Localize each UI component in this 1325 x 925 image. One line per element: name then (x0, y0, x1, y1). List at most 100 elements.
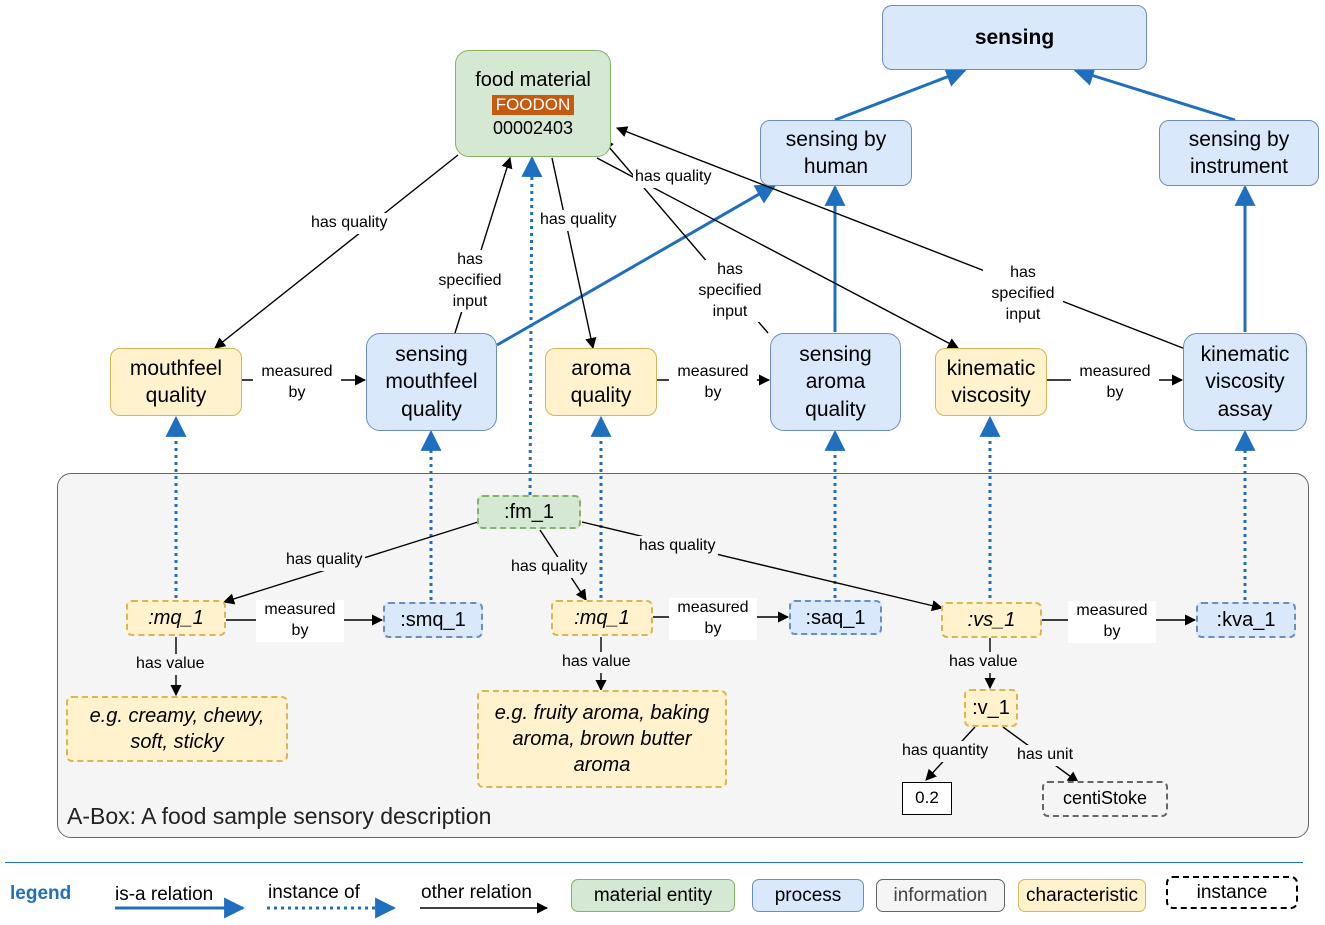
abox-label-has-value-right: has value (947, 652, 1020, 673)
legend-is-a-label: is-a relation (115, 884, 214, 905)
instance-smq-1-label: :smq_1 (400, 609, 466, 631)
node-sensing-mouthfeel-quality: sensing mouthfeel quality (366, 333, 497, 431)
node-aroma-quality-label: aroma quality (570, 356, 632, 407)
isa-smq-human (496, 183, 777, 347)
instance-v-1: :v_1 (964, 689, 1018, 727)
instance-vs-1: :vs_1 (941, 602, 1042, 638)
node-sensing-by-instrument: sensing by instrument (1159, 120, 1319, 186)
instance-kva-1: :kva_1 (1196, 602, 1296, 638)
node-kinematic-viscosity-label: kinematic viscosity (946, 356, 1036, 407)
abox-label-measured-by-left: measured by (256, 600, 344, 642)
abox-label-measured-by-mid: measured by (669, 598, 757, 640)
label-has-specified-input-saq-text: has specified input (698, 261, 762, 320)
label-has-quality-aroma: has quality (538, 210, 619, 231)
node-sensing-label: sensing (974, 25, 1055, 49)
instance-fm-1: :fm_1 (477, 495, 581, 529)
node-sensing: sensing (882, 5, 1147, 70)
label-measured-by-mouthfeel: measured by (253, 362, 341, 404)
node-sensing-mouthfeel-quality-label: sensing mouthfeel quality (385, 343, 478, 421)
edge-fm-aroma (551, 157, 597, 350)
node-sensing-aroma-quality: sensing aroma quality (770, 333, 901, 431)
edge-fm-viscosity (596, 157, 959, 349)
abox-fm-vs (581, 521, 944, 612)
legend-characteristic: characteristic (1018, 879, 1146, 912)
isa-instrument-sensing (1072, 65, 1236, 122)
instance-aroma-examples-label: e.g. fruity aroma, baking aroma, brown b… (494, 702, 710, 776)
legend-information-label: information (893, 884, 988, 906)
legend-information: information (876, 879, 1005, 912)
label-measured-by-aroma-text: measured by (677, 363, 749, 401)
legend-other-label: other relation (421, 882, 532, 903)
instance-kva-1-label: :kva_1 (1216, 609, 1276, 631)
label-has-quality-mouthfeel: has quality (309, 213, 390, 234)
foodon-id: 00002403 (492, 118, 574, 138)
inst-fm (521, 155, 543, 496)
node-aroma-quality: aroma quality (545, 348, 657, 416)
abox-label-measured-by-mid-text: measured by (677, 599, 749, 637)
node-mouthfeel-quality: mouthfeel quality (110, 348, 242, 416)
abox-label-has-value-mid: has value (560, 652, 633, 673)
instance-unit-value: centiStoke (1042, 781, 1168, 817)
legend-title: legend (10, 883, 72, 904)
isa-human-sensing (834, 66, 967, 122)
legend-divider (5, 862, 1303, 863)
legend-process: process (752, 879, 864, 912)
instance-aroma-examples: e.g. fruity aroma, baking aroma, brown b… (477, 690, 727, 788)
instance-unit-value-label: centiStoke (1062, 788, 1148, 809)
legend-material-entity-label: material entity (593, 884, 713, 906)
node-food-material: food material FOODON 00002403 (455, 50, 611, 157)
node-sensing-by-human-label: sensing by human (785, 127, 887, 178)
legend-material-entity: material entity (571, 879, 735, 912)
instance-mq-1-left: :mq_1 (126, 600, 226, 636)
node-sensing-by-instrument-label: sensing by instrument (1188, 127, 1290, 178)
abox-label-measured-by-right-text: measured by (1076, 602, 1148, 640)
instance-quantity-value-label: 0.2 (915, 788, 939, 808)
abox-label-has-value-left: has value (134, 654, 207, 675)
abox-label-has-quantity: has quantity (900, 741, 991, 762)
legend-instance: instance (1166, 876, 1298, 909)
label-has-specified-input-saq: has specified input (690, 260, 770, 323)
instance-mouthfeel-examples-label: e.g. creamy, chewy, soft, sticky (89, 705, 265, 753)
instance-mq-1-mid: :mq_1 (551, 600, 653, 636)
abox-title: A-Box: A food sample sensory description (67, 803, 492, 829)
abox-label-measured-by-left-text: measured by (264, 601, 336, 639)
abox-label-measured-by-right: measured by (1068, 601, 1156, 643)
instance-quantity-value: 0.2 (902, 782, 952, 815)
label-has-specified-input-kva: has specified input (983, 263, 1063, 326)
label-has-specified-input-smq-text: has specified input (438, 251, 502, 310)
instance-smq-1: :smq_1 (383, 602, 483, 638)
node-kinematic-viscosity: kinematic viscosity (935, 348, 1047, 416)
node-kinematic-viscosity-assay-label: kinematic viscosity assay (1200, 343, 1290, 421)
legend-instance-label: instance (1196, 881, 1268, 903)
label-has-specified-input-smq: has specified input (432, 250, 508, 313)
label-measured-by-aroma: measured by (669, 362, 757, 404)
label-measured-by-viscosity-text: measured by (1079, 363, 1151, 401)
label-has-specified-input-kva-text: has specified input (991, 264, 1055, 323)
legend-process-label: process (774, 884, 842, 906)
edge-fm-mouthfeel (214, 154, 459, 349)
instance-mq-1-mid-label: :mq_1 (574, 607, 630, 629)
instance-fm-1-label: :fm_1 (503, 501, 555, 523)
abox-label-has-quality-mid: has quality (509, 557, 590, 578)
instance-v-1-label: :v_1 (972, 697, 1010, 719)
instance-vs-1-label: :vs_1 (967, 609, 1016, 631)
legend-characteristic-label: characteristic (1026, 884, 1138, 906)
label-has-quality-viscosity: has quality (633, 167, 714, 188)
node-kinematic-viscosity-assay: kinematic viscosity assay (1183, 333, 1307, 431)
abox-label-has-quality-left: has quality (284, 550, 365, 571)
instance-mq-1-left-label: :mq_1 (148, 607, 204, 629)
instance-mouthfeel-examples: e.g. creamy, chewy, soft, sticky (66, 696, 288, 762)
node-sensing-by-human: sensing by human (760, 120, 912, 186)
node-food-material-label: food material (475, 68, 591, 91)
abox-label-has-unit: has unit (1015, 745, 1076, 766)
foodon-tag: FOODON (491, 94, 575, 115)
edge-kva-fm (615, 126, 1194, 353)
label-measured-by-mouthfeel-text: measured by (261, 363, 333, 401)
label-measured-by-viscosity: measured by (1071, 362, 1159, 404)
legend-instance-of-label: instance of (268, 882, 360, 903)
abox-label-has-quality-right: has quality (637, 536, 718, 557)
instance-saq-1: :saq_1 (789, 600, 882, 635)
node-mouthfeel-quality-label: mouthfeel quality (129, 356, 223, 407)
node-sensing-aroma-quality-label: sensing aroma quality (799, 343, 872, 421)
instance-saq-1-label: :saq_1 (805, 606, 866, 629)
